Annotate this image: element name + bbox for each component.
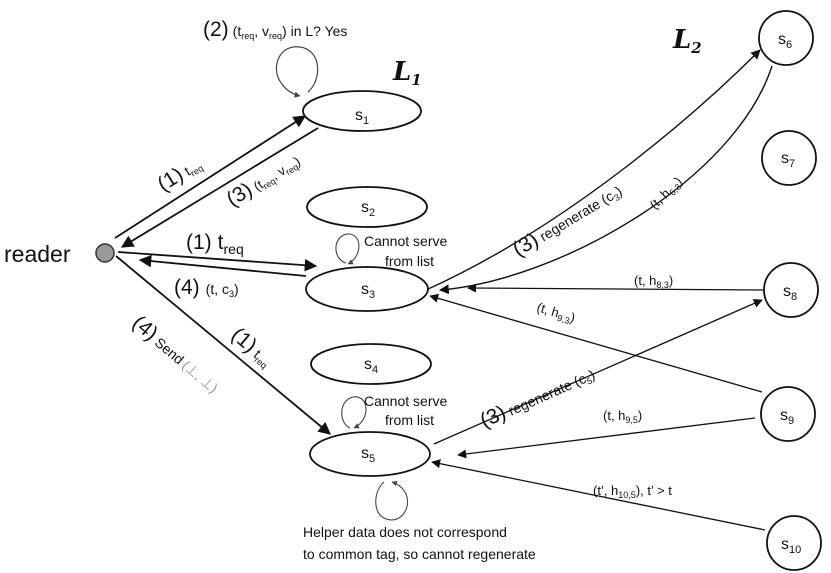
label-h93: (t, h9,3) (535, 300, 578, 328)
label-s1-request: (1)treq (153, 152, 205, 196)
self-loop-s5-bottom (375, 480, 408, 521)
svg-text:(t, h6,3): (t, h6,3) (647, 174, 687, 214)
label-send: (4)Send(⊥, ⊥) (128, 311, 225, 397)
step2-label: (2)(treq, vreq) in L? Yes (203, 18, 347, 41)
group-l1-label: L1 (392, 57, 422, 89)
helper-note-line2: to common tag, so cannot regenerate (303, 546, 536, 562)
node-s4 (310, 343, 432, 385)
node-s8-label: s8 (783, 283, 797, 303)
self-loop-s5 (341, 396, 367, 429)
edge-reader-to-s1 (114, 115, 307, 239)
label-s3-request: (1)treq (186, 231, 244, 257)
cannot-serve-s5-line1: Cannot serve (364, 393, 447, 409)
node-s3 (305, 266, 429, 312)
cannot-serve-s3-line2: from list (385, 253, 434, 269)
edge-s3-to-reader (138, 254, 307, 277)
node-s10-label: s10 (781, 536, 801, 556)
edge-s8-to-s3 (467, 283, 764, 293)
svg-text:(3)(treq, vreq): (3)(treq, vreq) (222, 148, 304, 211)
reader-node (95, 243, 115, 263)
edge-s5-to-s8 (433, 299, 763, 445)
reader-label: reader (4, 241, 71, 267)
node-s8 (763, 262, 819, 318)
label-regen-c3: (3)regenerate (c3) (509, 178, 626, 262)
self-loop-s1 (275, 46, 319, 98)
node-s7-label: s7 (781, 150, 795, 170)
edge-s3-to-s6 (425, 49, 761, 291)
label-h83: (t, h8,3) (634, 273, 673, 290)
label-regen-c5: (3)regenerate (c5) (477, 362, 598, 433)
node-s9-label: s9 (780, 407, 794, 427)
node-s3-label: s3 (361, 281, 375, 301)
node-s1-label: s1 (355, 107, 369, 127)
node-s6 (758, 10, 814, 66)
edge-s9-to-s5 (457, 417, 756, 459)
node-s6-label: s6 (778, 31, 792, 51)
svg-text:(3)regenerate (c3): (3)regenerate (c3) (509, 178, 626, 261)
label-s5-request: (1)treq (227, 323, 277, 371)
svg-text:(1)treq: (1)treq (153, 152, 205, 196)
edge-s9-to-s3 (429, 293, 763, 393)
node-s2-label: s2 (361, 199, 375, 219)
label-s1-response: (3)(treq, vreq) (222, 148, 304, 212)
svg-text:(1)treq: (1)treq (227, 323, 277, 371)
node-s2 (306, 186, 428, 228)
group-l2-label: L2 (672, 25, 702, 57)
helper-note-line1: Helper data does not correspond (303, 524, 507, 540)
label-h63: (t, h6,3) (647, 174, 687, 214)
node-s9 (760, 386, 816, 442)
cannot-serve-s3-line1: Cannot serve (364, 233, 447, 249)
edge-reader-to-s5 (115, 255, 331, 435)
self-loop-s3 (335, 233, 360, 265)
label-s3-response: (4)(t, c3) (174, 276, 239, 299)
node-s10 (766, 515, 822, 571)
edge-s6-to-s3 (439, 65, 773, 295)
node-s1 (302, 90, 422, 132)
label-h105: (t’, h10,5), t’ > t (593, 483, 672, 500)
svg-text:(3)regenerate (c5): (3)regenerate (c5) (477, 362, 598, 433)
edge-s1-to-reader (120, 127, 319, 248)
label-h95: (t, h9,5) (603, 408, 642, 425)
node-s4-label: s4 (364, 356, 378, 376)
cannot-serve-s5-line2: from list (385, 412, 434, 428)
node-s7 (761, 130, 817, 186)
edge-s10-to-s5 (431, 459, 766, 531)
svg-text:(4)Send(⊥, ⊥): (4)Send(⊥, ⊥) (128, 311, 225, 397)
edge-reader-to-s3 (117, 251, 318, 272)
node-s5-label: s5 (361, 445, 375, 465)
svg-text:(t, h9,3): (t, h9,3) (535, 300, 578, 328)
node-s5 (309, 431, 431, 477)
